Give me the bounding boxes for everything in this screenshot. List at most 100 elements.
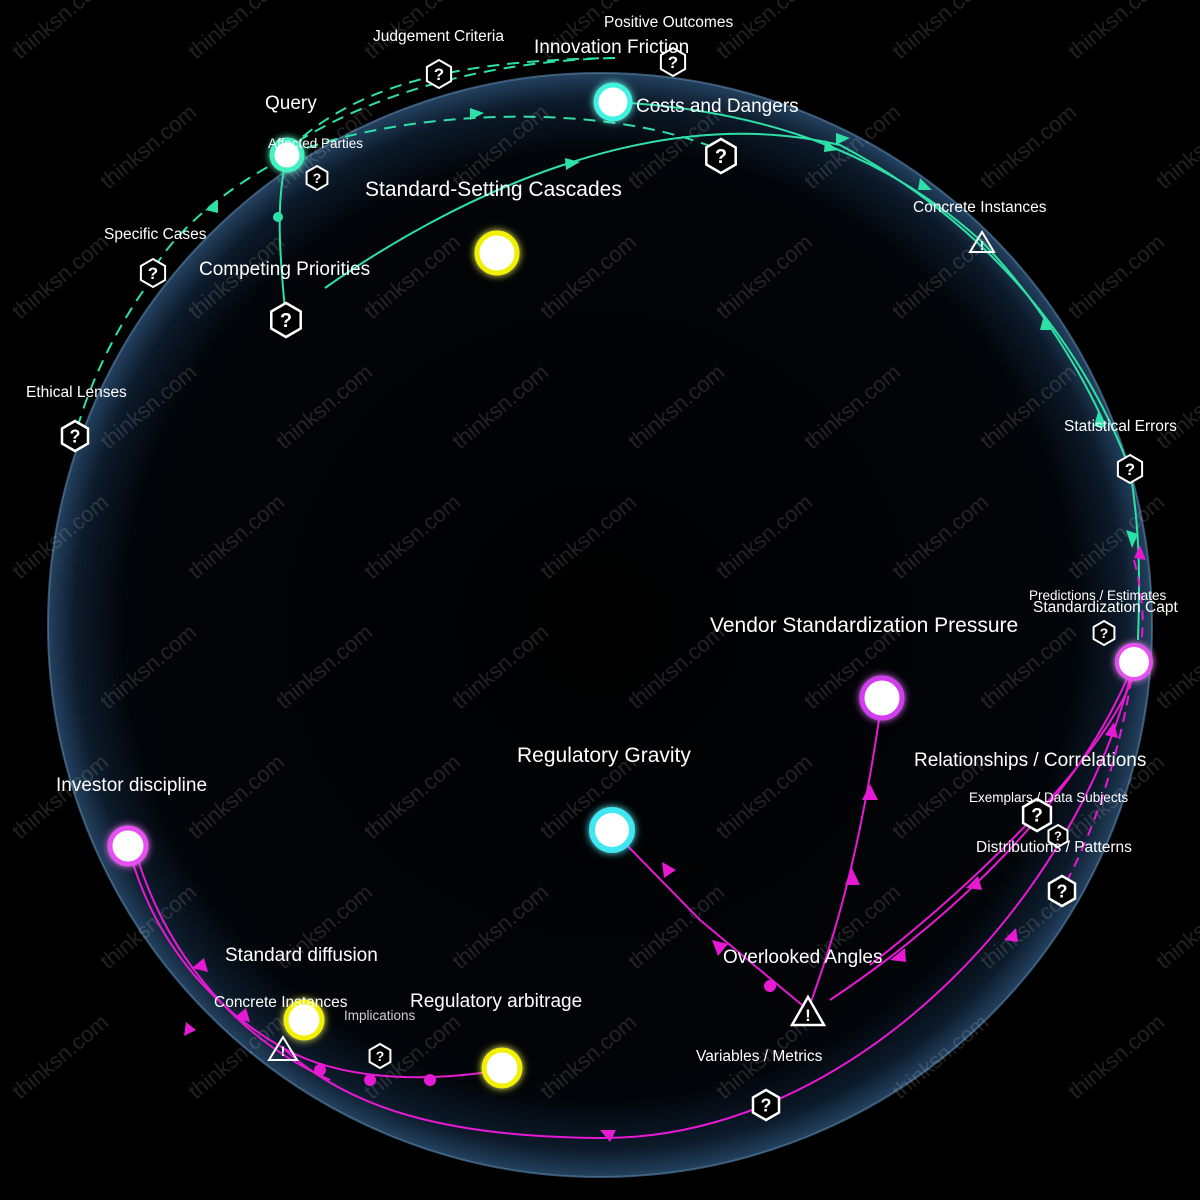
question-icon-exemplars-data-subjects[interactable]: ? <box>1021 797 1053 833</box>
watermark-text: thinksn.com <box>183 0 289 64</box>
green-arrow <box>205 200 218 213</box>
question-icon-affected-parties[interactable]: ? <box>305 164 329 192</box>
question-icon-competing-priorities[interactable]: ? <box>270 301 302 339</box>
label-regulatory-arbitrage: Regulatory arbitrage <box>410 991 582 1012</box>
node-standardization-capture-dot[interactable] <box>1115 643 1153 681</box>
question-icon-implications[interactable]: ? <box>368 1042 392 1070</box>
svg-text:?: ? <box>280 310 292 332</box>
watermark-text: thinksn.com <box>1151 879 1200 974</box>
label-distributions-patterns: Distributions / Patterns <box>976 839 1132 856</box>
watermark-text: thinksn.com <box>1063 229 1169 324</box>
node-labels: Standard-Setting Cascades Innovation Fri… <box>26 14 1178 1065</box>
label-vendor-standardization-pressure: Vendor Standardization Pressure <box>710 614 1018 637</box>
svg-text:?: ? <box>1031 806 1043 827</box>
magenta-arrow-dot <box>764 980 776 992</box>
warning-markers: ! ! ! <box>267 230 996 1061</box>
watermark-text: thinksn.com <box>7 1009 113 1104</box>
node-regulatory-gravity-dot[interactable] <box>589 807 635 853</box>
magenta-arrow-dot <box>314 1064 326 1076</box>
label-specific-cases: Specific Cases <box>104 226 207 243</box>
question-icon-ethical-lenses[interactable]: ? <box>60 419 90 453</box>
watermark-text: thinksn.com <box>975 99 1081 194</box>
label-affected-parties: Affected Parties <box>268 136 363 151</box>
watermark-text: thinksn.com <box>1151 619 1200 714</box>
watermark-text: thinksn.com <box>1151 359 1200 454</box>
node-investor-discipline-dot[interactable] <box>107 825 149 867</box>
green-arrow <box>565 158 580 170</box>
svg-text:?: ? <box>313 170 322 186</box>
edge-regulatory-gravity-to-overlooked <box>611 829 809 1011</box>
warning-icon-concrete-instances-top[interactable]: ! <box>968 230 996 253</box>
label-predictions-estimates: Predictions / Estimates <box>1029 588 1167 603</box>
magenta-arrow <box>862 784 878 800</box>
question-icon-predictions-estimates[interactable]: ? <box>1092 619 1116 647</box>
magenta-arrow <box>966 876 982 890</box>
node-affected-parties-dot[interactable] <box>269 137 305 173</box>
sphere-backdrop <box>47 72 1153 1178</box>
svg-text:?: ? <box>715 146 727 168</box>
label-standard-diffusion: Standard diffusion <box>225 945 378 966</box>
green-arrow-dot <box>273 212 283 222</box>
green-arrow <box>1040 315 1052 330</box>
edge-concrete-to-statistical <box>979 239 1106 426</box>
question-icon-specific-cases[interactable]: ? <box>139 257 167 289</box>
question-icon-costs-and-dangers[interactable]: ? <box>705 137 737 175</box>
warning-icon-overlooked-angles[interactable]: ! <box>789 994 827 1027</box>
svg-text:!: ! <box>281 1043 286 1059</box>
question-markers: ?????????????? <box>60 46 1144 1122</box>
watermark-text: thinksn.com <box>7 0 113 64</box>
nodes <box>107 82 1153 1089</box>
svg-text:?: ? <box>70 426 81 446</box>
svg-text:!: ! <box>805 1006 811 1025</box>
edge-ethical-lenses <box>74 274 156 437</box>
node-standard-setting-cascades-dot[interactable] <box>474 230 520 276</box>
watermark-text: thinksn.com <box>887 0 993 64</box>
green-arrow <box>470 108 484 120</box>
svg-text:!: ! <box>980 238 984 253</box>
magenta-arrow <box>192 958 208 972</box>
edge-innovation-friction-to-concrete <box>613 101 981 241</box>
question-icon-distributions-patterns[interactable]: ? <box>1047 874 1077 908</box>
node-standard-diffusion-dot[interactable] <box>283 999 325 1041</box>
label-exemplars-data-subjects: Exemplars / Data Subjects <box>969 790 1128 805</box>
svg-text:?: ? <box>1100 625 1109 641</box>
watermark-text: thinksn.com <box>1151 99 1200 194</box>
magenta-arrow <box>184 1022 196 1036</box>
label-investor-discipline: Investor discipline <box>56 775 207 796</box>
edge-investor-to-concrete <box>127 845 284 1049</box>
svg-text:?: ? <box>1125 460 1135 479</box>
green-arrowheads <box>205 108 1138 548</box>
watermark-text: thinksn.com <box>711 0 817 64</box>
question-icon-exemplars-secondary[interactable]: ? <box>1047 823 1069 849</box>
label-implications: Implications <box>344 1008 416 1023</box>
svg-text:?: ? <box>434 65 444 84</box>
question-icon-positive-outcomes[interactable]: ? <box>659 46 687 78</box>
magenta-arrow <box>234 1008 250 1022</box>
question-icon-variables-metrics[interactable]: ? <box>751 1088 781 1122</box>
magenta-arrow <box>600 1130 616 1142</box>
magenta-arrow <box>845 868 860 885</box>
question-icon-statistical-errors[interactable]: ? <box>1116 453 1144 485</box>
label-relationships-correlations: Relationships / Correlations <box>914 750 1146 771</box>
label-overlooked-angles: Overlooked Angles <box>723 947 883 968</box>
green-arrow <box>918 178 932 190</box>
watermark-text: thinksn.com <box>7 229 113 324</box>
magenta-edges <box>127 559 1144 1140</box>
node-regulatory-arbitrage-dot[interactable] <box>481 1047 523 1089</box>
label-competing-priorities: Competing Priorities <box>199 259 370 280</box>
watermark-text: thinksn.com <box>1063 0 1169 64</box>
svg-text:?: ? <box>376 1048 385 1064</box>
label-regulatory-gravity: Regulatory Gravity <box>517 744 691 767</box>
svg-text:?: ? <box>148 264 158 283</box>
question-icon-judgement-criteria[interactable]: ? <box>425 58 453 90</box>
label-innovation-friction: Innovation Friction <box>534 37 689 58</box>
node-vendor-standardization-pressure-dot[interactable] <box>859 675 905 721</box>
magenta-arrow <box>712 940 728 956</box>
edge-overlooked-to-standardization <box>829 661 1135 1001</box>
magenta-arrow <box>1105 722 1118 738</box>
edge-standardization-to-distributions <box>1061 661 1135 891</box>
green-arrow <box>836 133 850 145</box>
label-ethical-lenses: Ethical Lenses <box>26 384 127 401</box>
node-innovation-friction-dot[interactable] <box>593 82 633 122</box>
warning-icon-concrete-instances-bottom[interactable]: ! <box>267 1035 299 1061</box>
